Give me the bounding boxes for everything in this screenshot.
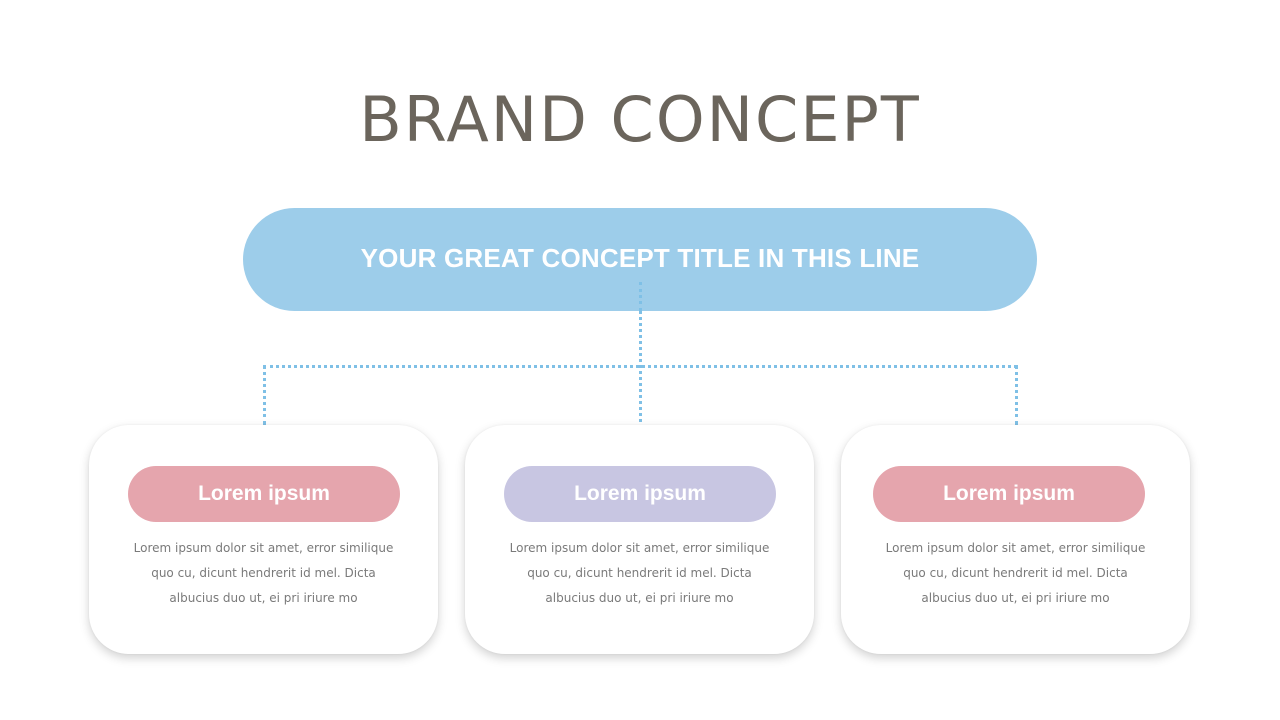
concept-card-1: Lorem ipsum Lorem ipsum dolor sit amet, …	[89, 425, 438, 654]
concept-card-2: Lorem ipsum Lorem ipsum dolor sit amet, …	[465, 425, 814, 654]
concept-title-text: YOUR GREAT CONCEPT TITLE IN THIS LINE	[360, 243, 920, 273]
card-body-line: Lorem ipsum dolor sit amet, error simili…	[885, 541, 1146, 555]
card-body-line: albucius duo ut, ei pri iriure mo	[921, 591, 1110, 605]
concept-card-3: Lorem ipsum Lorem ipsum dolor sit amet, …	[841, 425, 1190, 654]
card-heading: Lorem ipsum	[198, 482, 330, 505]
card-body-line: Lorem ipsum dolor sit amet, error simili…	[133, 541, 394, 555]
connector-horizontal	[263, 365, 1017, 368]
card-body-text: Lorem ipsum dolor sit amet, error simili…	[109, 536, 418, 611]
connector-trunk	[639, 282, 642, 422]
connector-branch-right	[1015, 365, 1018, 425]
card-body-line: quo cu, dicunt hendrerit id mel. Dicta	[151, 566, 376, 580]
card-body-text: Lorem ipsum dolor sit amet, error simili…	[485, 536, 794, 611]
card-heading-pill: Lorem ipsum	[128, 466, 400, 522]
card-heading-pill: Lorem ipsum	[504, 466, 776, 522]
card-heading-pill: Lorem ipsum	[873, 466, 1145, 522]
slide-title: BRAND CONCEPT	[359, 83, 921, 156]
card-body-line: albucius duo ut, ei pri iriure mo	[545, 591, 734, 605]
connector-trunk-overlay	[639, 282, 642, 311]
card-body-line: Lorem ipsum dolor sit amet, error simili…	[509, 541, 770, 555]
card-body-line: quo cu, dicunt hendrerit id mel. Dicta	[527, 566, 752, 580]
connector-branch-left	[263, 365, 266, 425]
card-heading: Lorem ipsum	[574, 482, 706, 505]
card-body-line: quo cu, dicunt hendrerit id mel. Dicta	[903, 566, 1128, 580]
card-body-text: Lorem ipsum dolor sit amet, error simili…	[861, 536, 1170, 611]
card-heading: Lorem ipsum	[943, 482, 1075, 505]
card-body-line: albucius duo ut, ei pri iriure mo	[169, 591, 358, 605]
